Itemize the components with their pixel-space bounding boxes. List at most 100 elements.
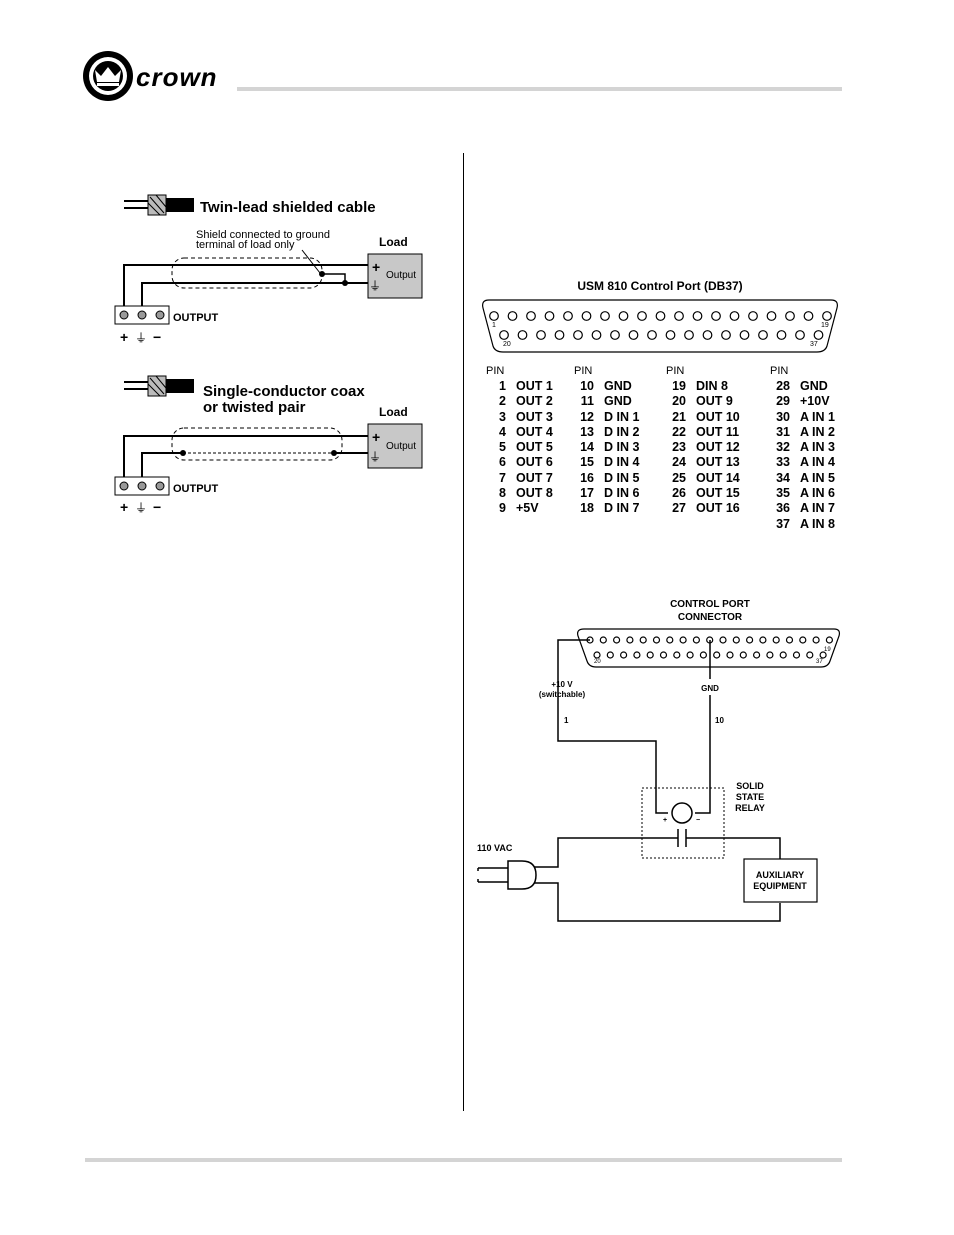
load-label: Load [379, 405, 408, 419]
connector-pin [692, 636, 700, 644]
footer-rule [85, 1158, 842, 1162]
pin-1-label: 1 [492, 322, 496, 329]
pin-number: 22 [672, 424, 686, 439]
v-label-2: (switchable) [539, 690, 586, 699]
pin-signal: D IN 1 [604, 409, 640, 424]
pin-signal: D IN 7 [604, 501, 640, 516]
pin-number: 20 [672, 394, 686, 409]
pin-number: 21 [672, 409, 686, 424]
column-divider [463, 153, 464, 1111]
pin-signal: OUT 7 [516, 470, 553, 485]
connector-pin [637, 311, 647, 321]
pin-number: 30 [776, 409, 790, 424]
pin-header: PIN [574, 365, 593, 377]
connector-pin [647, 330, 657, 340]
pin-number: 18 [580, 501, 594, 516]
pin-37-label: 37 [810, 341, 818, 348]
pin-number: 13 [580, 424, 594, 439]
aux-label-1: AUXILIARY [756, 870, 804, 880]
pin-number: 35 [776, 486, 790, 501]
vac-label: 110 VAC [477, 843, 513, 853]
solid-state-relay-box [641, 787, 725, 859]
wire-1-label: 1 [564, 716, 569, 725]
plus-sign: + [120, 329, 128, 345]
pin-signal: +10V [800, 394, 830, 409]
connector-pin [652, 636, 661, 644]
ground-sign: ⏚ [135, 331, 147, 345]
diagram-title-2: or twisted pair [203, 399, 306, 416]
pin-number: 29 [776, 394, 790, 409]
connector-pin [507, 311, 518, 321]
pin-20-label: 20 [594, 659, 601, 665]
output-label: OUTPUT [173, 312, 219, 324]
pin-signal: GND [604, 394, 632, 409]
pin-number: 3 [499, 409, 506, 424]
connector-pin [795, 330, 805, 340]
connector-pin [721, 330, 731, 340]
shield-note-2: terminal of load only [196, 239, 295, 251]
relay-minus: − [696, 817, 700, 824]
connector-pin [785, 311, 795, 321]
ground-sign: ⏚ [135, 501, 147, 515]
load-box [367, 253, 423, 299]
connector-pin [686, 651, 694, 659]
pin-number: 34 [776, 470, 790, 485]
aux-label-2: EQUIPMENT [753, 881, 807, 891]
load-plus: + [372, 259, 380, 275]
pin-number: 19 [672, 379, 686, 393]
pin-signal: OUT 9 [696, 394, 733, 409]
connector-pin [776, 330, 787, 340]
connector-pin [739, 330, 750, 340]
relay-plus: + [663, 817, 667, 824]
connector-pin [613, 636, 621, 644]
db37-shell [482, 299, 838, 353]
pin-signal: A IN 8 [800, 516, 835, 531]
connector-pin [544, 311, 555, 321]
connector-pin [732, 636, 740, 644]
pin-signal: OUT 10 [696, 409, 740, 424]
pin-number: 9 [499, 501, 506, 516]
control-port-shell [577, 628, 841, 668]
connector-pin [593, 651, 601, 659]
pin-number: 25 [672, 470, 686, 485]
cable-icon [124, 194, 194, 216]
brand-wordmark: crown [136, 62, 218, 92]
shield-note-1: Shield connected to ground [196, 229, 330, 241]
pin-number: 14 [580, 440, 594, 455]
connector-title-2: CONNECTOR [678, 612, 743, 623]
pin-number: 17 [580, 486, 594, 501]
plus-sign: + [120, 499, 128, 515]
connector-pin [659, 651, 668, 659]
load-box [367, 423, 423, 469]
connector-pin [713, 651, 721, 659]
connector-pin [825, 636, 833, 644]
pin-signal: OUT 6 [516, 455, 553, 470]
connector-pin [618, 311, 629, 321]
auxiliary-equipment-box [743, 858, 818, 903]
connector-pin [591, 330, 602, 340]
connector-pin [772, 636, 780, 644]
connector-pin [646, 651, 654, 659]
control-port-pins [586, 636, 833, 659]
pin-signal: D IN 2 [604, 424, 640, 439]
ac-plug-icon [477, 860, 537, 890]
pin-number: 6 [499, 455, 506, 470]
connector-pin [729, 311, 740, 321]
connector-pin [753, 651, 761, 659]
connector-pin [563, 311, 573, 321]
pin-signal: OUT 3 [516, 409, 553, 424]
connector-pin [792, 651, 801, 659]
